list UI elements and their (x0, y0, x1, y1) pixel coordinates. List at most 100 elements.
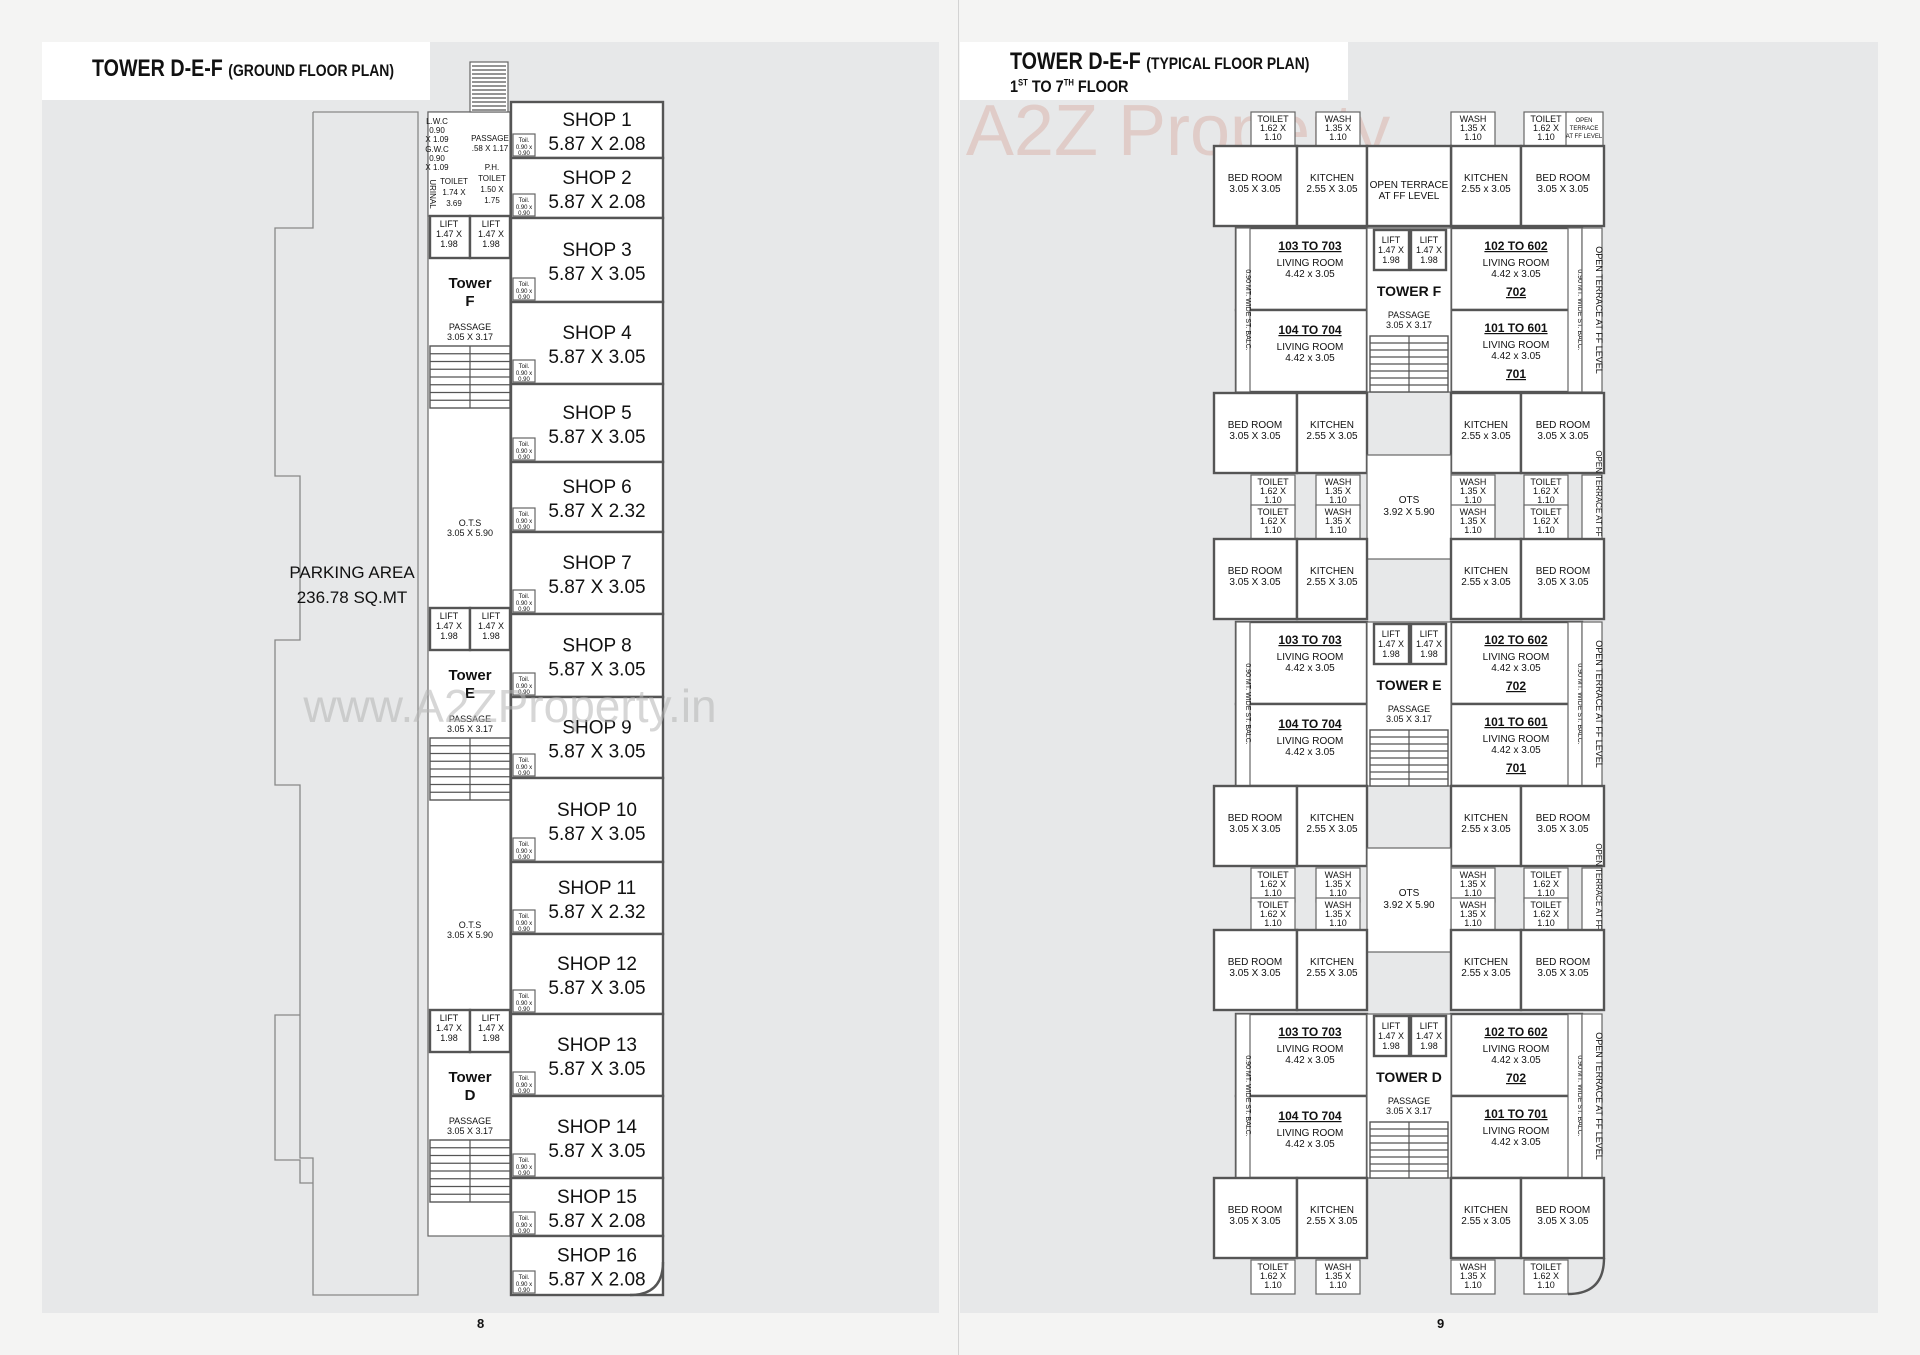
block-fe-lwash-1-size2: 1.10 (1329, 495, 1347, 505)
left-title: TOWER D-E-F (92, 55, 223, 82)
shop-5-size: 5.87 X 3.05 (548, 427, 645, 448)
tower-d-lift-a (1372, 1014, 1411, 1058)
tower-e-sub-right-1: 702 (1506, 679, 1526, 693)
tower-E-passage-size: 3.05 X 3.17 (447, 724, 493, 734)
shop-13 (509, 1012, 665, 1098)
tower-e-bottom-right-bed (1519, 784, 1606, 868)
shop-toilet-size: 0.90 x (516, 145, 532, 151)
top-left-wash-size2: 1.10 (1329, 132, 1347, 142)
shop-toilet-size2: 0.90 (518, 1007, 530, 1013)
shop-6-size: 5.87 X 2.32 (548, 501, 645, 522)
block-ed-ltoilet-2-size: 1.62 X (1260, 909, 1286, 919)
tower-d-bottom-left-bed-label: BED ROOM (1228, 1205, 1282, 1216)
shop-toilet-size2: 0.90 (518, 1229, 530, 1235)
tower-e-stairs (1369, 729, 1449, 787)
block-ed-rtoilet-1-box (1523, 867, 1569, 903)
tower-d-unit-left-1: 103 TO 703 (1278, 1025, 1341, 1039)
tower-d-top-left-kitchen-size: 2.55 X 3.05 (1306, 968, 1358, 979)
shop-toilet-label: Toil. (519, 994, 530, 1000)
left-watermark: www.A2ZProperty.in (302, 680, 716, 732)
shop-6-outline (509, 460, 665, 534)
block-fe-lwash-2-size: 1.35 X (1325, 516, 1351, 526)
tower-d-top-left-bed-label: BED ROOM (1228, 957, 1282, 968)
tower-f-bottom-left-bed-size: 3.05 X 3.05 (1229, 431, 1281, 442)
tower-f-sub-right-1: 702 (1506, 285, 1526, 299)
shop-toilet-size: 0.90 x (516, 1083, 532, 1089)
open-terrace-top-label2: AT FF LEVEL (1379, 191, 1440, 202)
bottom-left-wash-box (1315, 1259, 1361, 1295)
shop-14-size: 5.87 X 3.05 (548, 1141, 645, 1162)
lift-label: LIFT (482, 611, 501, 621)
tower-d-unit-right-1: 102 TO 602 (1484, 1025, 1547, 1039)
tower-d-passage-size: 3.05 X 3.17 (1386, 1106, 1432, 1116)
block-fe-rwash-2-label: WASH (1460, 507, 1487, 517)
block-ed-lwash-1-size: 1.35 X (1325, 879, 1351, 889)
lift-label: LIFT (440, 611, 459, 621)
tower-f-living-label: LIVING ROOM (1483, 340, 1550, 351)
tower-e-lift-b (1409, 622, 1448, 666)
shop-toilet-size2: 0.90 (518, 771, 530, 777)
tower-f-top-right-kitchen-size: 2.55 x 3.05 (1461, 184, 1511, 195)
block-ed-terrace-small-label: OPEN TERRACE AT FF LEVEL (1594, 843, 1603, 957)
service-passage-size: .58 X 1.17 (472, 144, 509, 153)
tower-d-left-living-2 (1234, 1094, 1369, 1180)
shop-toilet-label: Toil. (519, 138, 530, 144)
tower-e-left-living-2 (1234, 702, 1369, 788)
tower-d-bottom-left-kitchen-label: KITCHEN (1310, 1205, 1354, 1216)
gwc-label: G.W.C (425, 145, 449, 154)
block-fe-rwash-2-box (1450, 504, 1496, 540)
tower-e-bottom-left-kitchen-label: KITCHEN (1310, 813, 1354, 824)
toilet-label: TOILET (440, 177, 468, 186)
shop-7-outline (509, 530, 665, 616)
block-fe-ltoilet-1-size: 1.62 X (1260, 486, 1286, 496)
tower-d-top-right-kitchen (1449, 928, 1523, 1012)
shop-3-toilet (512, 277, 536, 301)
block-fe-ltoilet-2-box (1250, 504, 1296, 540)
block-ed-rtoilet-2-box (1523, 897, 1569, 933)
left-page-number: 8 (477, 1316, 485, 1331)
tower-f-top-right-bed (1519, 144, 1606, 228)
shop-7-size: 5.87 X 3.05 (548, 577, 645, 598)
open-terrace-top (1365, 144, 1453, 228)
lift-label: LIFT (482, 1013, 501, 1023)
tower-f-top-left-bed (1212, 144, 1299, 228)
top-left-wash-label: WASH (1325, 114, 1352, 124)
block-ed-rtoilet-2-label: TOILET (1530, 900, 1562, 910)
shop-6 (509, 460, 665, 534)
urinal-label: URINAL (428, 179, 437, 209)
block-fe-lwash-1-box (1315, 474, 1361, 510)
shop-1-toilet (512, 133, 536, 157)
shop-12-size: 5.87 X 3.05 (548, 978, 645, 999)
tower-f-top-right-bed-label: BED ROOM (1536, 173, 1590, 184)
tower-d-living-size: 4.42 x 3.05 (1285, 1139, 1335, 1150)
tower-d-living-label: LIVING ROOM (1277, 1044, 1344, 1055)
shop-13-toilet (512, 1071, 536, 1095)
shop-3-size: 5.87 X 3.05 (548, 264, 645, 285)
right-title: TOWER D-E-F (1010, 48, 1141, 75)
shop-16-name: SHOP 16 (557, 1246, 637, 1267)
tower-d-unit-right-2: 101 TO 701 (1484, 1107, 1547, 1121)
block-ed-rwash-1-size: 1.35 X (1460, 879, 1486, 889)
shop-8 (509, 612, 665, 699)
toilet-size2: 3.69 (446, 199, 462, 208)
top-terrace-label2: TERRACE (1570, 126, 1599, 132)
shop-13-size: 5.87 X 3.05 (548, 1059, 645, 1080)
bottom-right-wash-size2: 1.10 (1464, 1280, 1482, 1290)
block-fe-ltoilet-2-label: TOILET (1257, 507, 1289, 517)
shop-toilet-size2: 0.90 (518, 377, 530, 383)
ground-floor-title-box: TOWER D-E-F (GROUND FLOOR PLAN) (42, 42, 430, 100)
tower-f-living-label: LIVING ROOM (1483, 258, 1550, 269)
shop-toilet-size: 0.90 x (516, 601, 532, 607)
shop-toilet-label: Toil. (519, 364, 530, 370)
tower-f-lift-size2: 1.98 (1420, 255, 1438, 265)
shop-12-toilet (512, 989, 536, 1013)
tower-d-top-right-kitchen-size: 2.55 x 3.05 (1461, 968, 1511, 979)
shop-toilet-size: 0.90 x (516, 205, 532, 211)
tower-e-bottom-right-kitchen (1449, 784, 1523, 868)
shop-10-toilet (512, 837, 536, 861)
block-ed-ots (1366, 847, 1452, 953)
shop-16-curve (629, 1261, 665, 1297)
shop-11-name: SHOP 11 (558, 878, 637, 899)
tower-e-sub-right-2: 701 (1506, 761, 1526, 775)
block-fe-ots (1366, 454, 1452, 560)
